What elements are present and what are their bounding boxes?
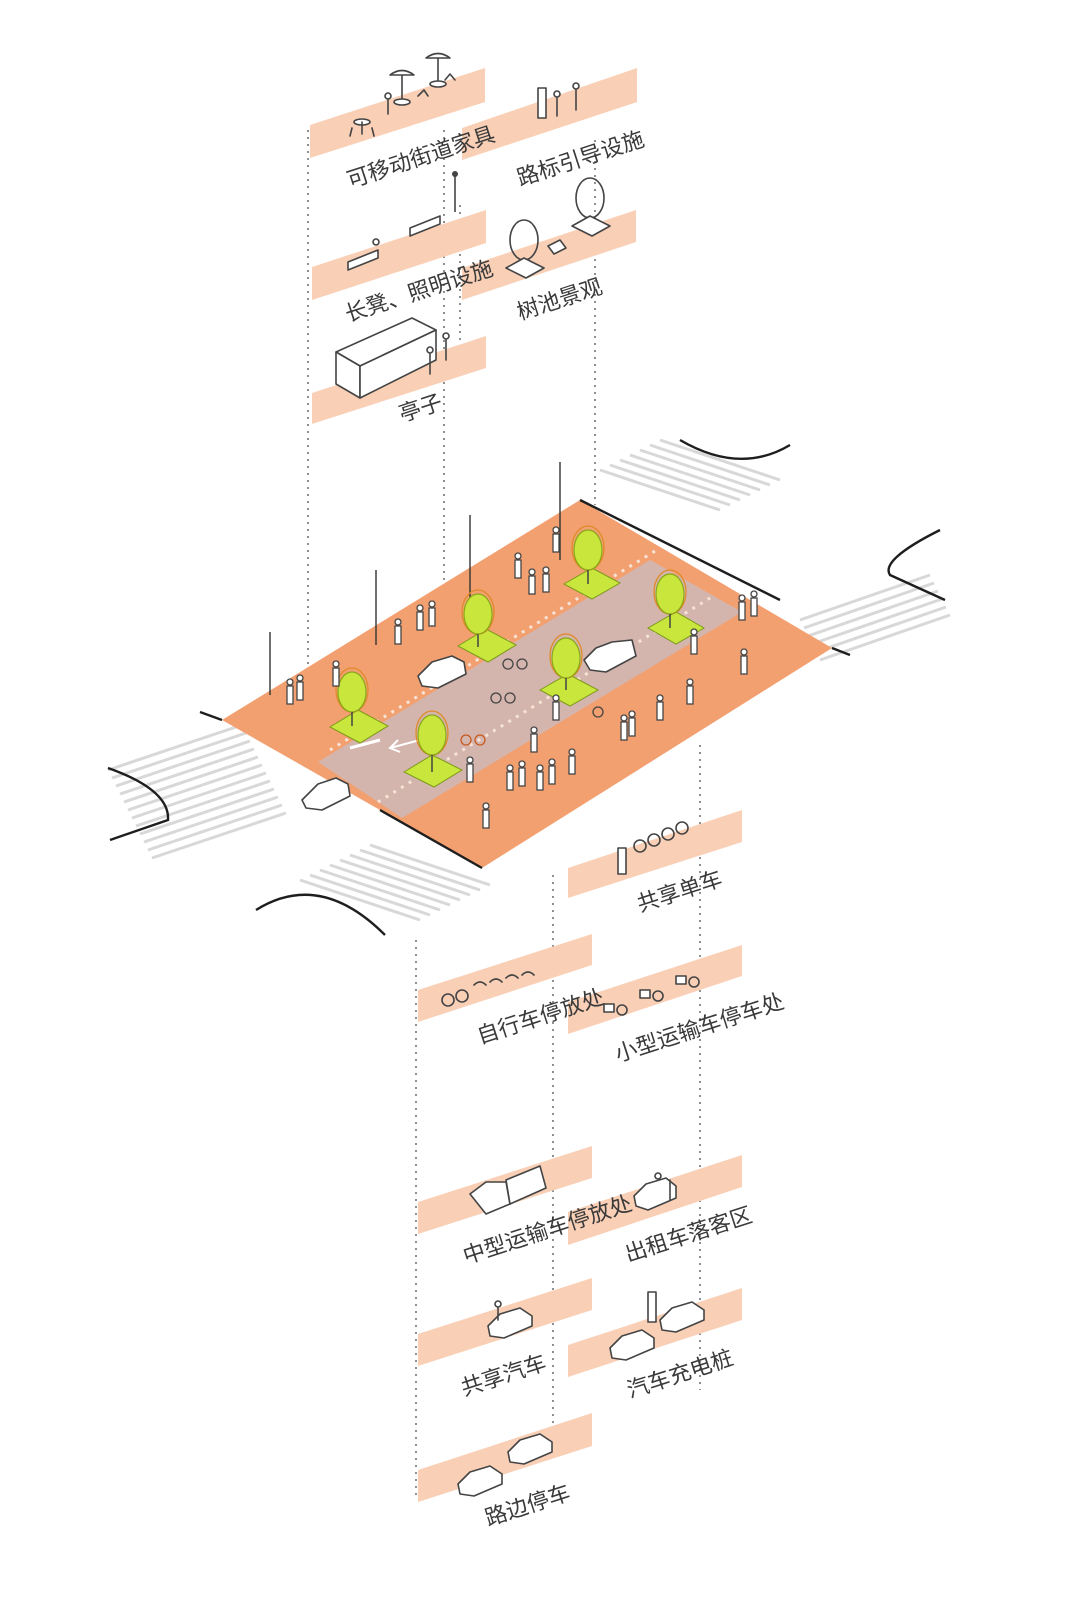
roadway <box>318 560 742 818</box>
street-trees <box>328 525 706 788</box>
street-plan <box>107 438 951 936</box>
bench-icon <box>347 215 441 271</box>
crosswalk-south <box>299 843 491 922</box>
car-share-icon <box>487 1300 533 1339</box>
truck-icon <box>469 1165 547 1215</box>
crosswalk-west <box>107 723 287 860</box>
label-tree-pits: 树池景观 <box>514 275 605 326</box>
label-car-share: 共享汽车 <box>458 1351 549 1402</box>
crosswalk-north <box>599 438 781 512</box>
taxi-icon <box>633 1172 677 1211</box>
bike-rack-icon <box>441 971 535 1007</box>
street-lamp-icon <box>452 171 458 212</box>
lamp-poles <box>269 462 561 695</box>
ev-charger-icon <box>609 1291 705 1361</box>
kiosk-icon <box>335 317 450 399</box>
cargo-bike-icon <box>603 975 700 1016</box>
label-street-parking: 路边停车 <box>482 1481 573 1532</box>
label-bike-share: 共享单车 <box>634 867 725 918</box>
label-ev-charging: 汽车充电桩 <box>624 1346 736 1404</box>
parked-car-icon <box>457 1433 553 1497</box>
street-cars <box>301 639 637 811</box>
label-kiosk: 亭子 <box>396 390 446 427</box>
bike-share-dock-icon <box>617 821 689 875</box>
pedestrians <box>286 526 758 829</box>
wayfinding-sign-icon <box>537 82 580 119</box>
cafe-table-umbrella-icon <box>349 52 456 137</box>
tree-pit-icon <box>505 177 611 279</box>
